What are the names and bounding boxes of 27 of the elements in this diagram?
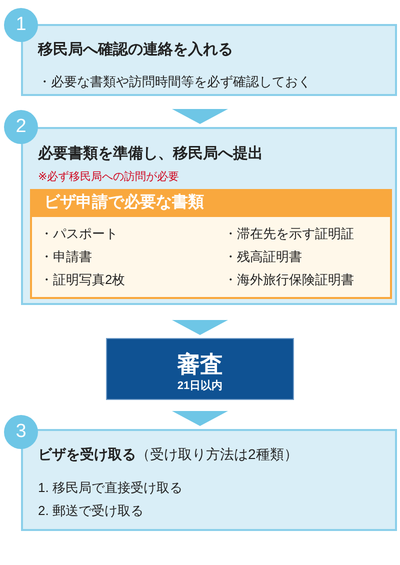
step-number-circle: [4, 8, 38, 42]
arrow: [172, 109, 228, 124]
arrow: [172, 411, 228, 426]
document-item: ・パスポート: [40, 225, 118, 243]
document-item: ・滞在先を示す証明証: [224, 225, 354, 243]
method-item: 2. 郵送で受け取る: [38, 502, 144, 520]
step-number: 1: [14, 15, 28, 35]
review-title: 審査: [176, 351, 224, 377]
step-number: 2: [14, 117, 28, 137]
step-number-circle: [4, 415, 38, 449]
document-item: ・証明写真2枚: [40, 271, 126, 289]
method-item: 1. 移民局で直接受け取る: [38, 479, 182, 497]
panel-header: ビザ申請で必要な書類: [30, 189, 392, 217]
step-number: 3: [14, 422, 28, 442]
step-note: ・必要な書類や訪問時間等を必ず確認しておく: [38, 73, 311, 91]
arrow: [172, 320, 228, 335]
step-heading: 移民局へ確認の連絡を入れる: [38, 40, 233, 60]
document-item: ・海外旅行保険証明書: [224, 271, 354, 289]
review-box: [106, 338, 294, 400]
review-duration: 21日以内: [176, 378, 224, 394]
document-item: ・残高証明書: [224, 248, 302, 266]
step-heading: 必要書類を準備し、移民局へ提出: [38, 144, 263, 164]
warning-note: ※必ず移民局への訪問が必要: [38, 170, 180, 185]
step-heading: ビザを受け取る（受け取り方法は2種類）: [38, 445, 298, 464]
step-number-circle: [4, 110, 38, 144]
document-panel: [30, 189, 392, 299]
document-item: ・申請書: [40, 248, 92, 266]
